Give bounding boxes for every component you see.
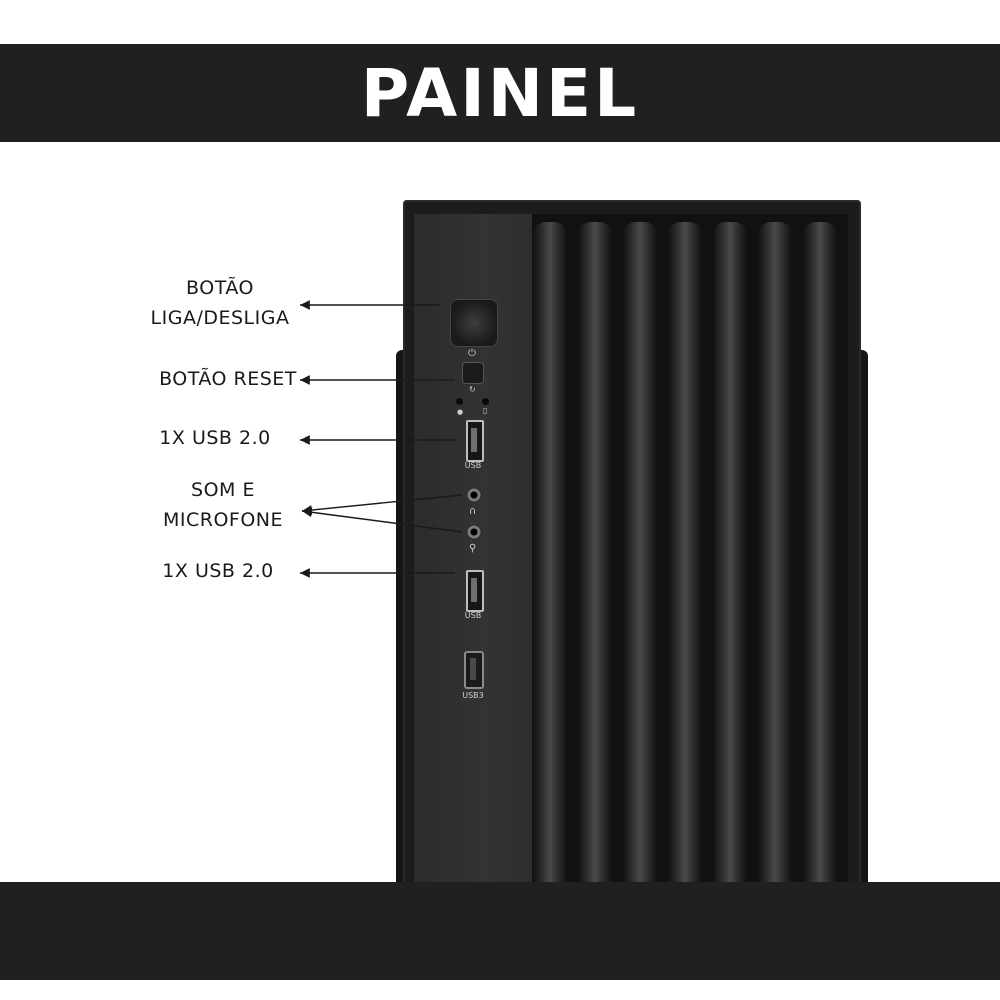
usb-top-label: 1X USB 2.0	[159, 427, 271, 449]
arrow-microphone	[301, 507, 463, 533]
hdd-led	[482, 398, 489, 405]
reset-button-label: BOTÃO RESET	[159, 368, 297, 390]
page-title: PAINEL	[360, 54, 640, 132]
usb-port-top-label: USB	[464, 461, 482, 470]
usb3-port-label: USB3	[462, 691, 484, 700]
front-rib	[577, 222, 613, 890]
front-rib	[757, 222, 793, 890]
microphone-jack[interactable]	[466, 524, 482, 540]
usb-port-bottom[interactable]	[466, 570, 484, 612]
header-band	[0, 44, 1000, 142]
power-button-label: BOTÃO LIGA/DESLIGA	[130, 273, 310, 333]
power-button-label-line1: BOTÃO	[186, 277, 254, 299]
power-icon: ⏻	[468, 348, 476, 359]
front-ribbed-panel	[532, 214, 848, 890]
usb-port-bottom-label: USB	[464, 611, 482, 620]
arrow-headphone	[301, 494, 463, 515]
front-rib	[712, 222, 748, 890]
usb3-port[interactable]	[464, 651, 484, 689]
microphone-icon: ⚲	[469, 543, 477, 554]
front-rib	[802, 222, 838, 890]
reset-button[interactable]	[463, 363, 483, 383]
headphone-jack[interactable]	[466, 487, 482, 503]
hdd-icon: ▯	[483, 406, 488, 415]
headphone-icon: ∩	[469, 506, 477, 517]
front-rib	[622, 222, 658, 890]
power-button-label-line2: LIGA/DESLIGA	[150, 307, 290, 329]
audio-label-line1: SOM E	[191, 479, 255, 501]
front-rib	[667, 222, 703, 890]
usb-bottom-label: 1X USB 2.0	[162, 560, 274, 582]
footer-band	[0, 882, 1000, 980]
reset-icon: ↻	[469, 385, 476, 394]
front-rib	[532, 222, 568, 890]
audio-label-line2: MICROFONE	[162, 509, 284, 531]
usb-port-top[interactable]	[466, 420, 484, 462]
power-led	[456, 398, 463, 405]
led-indicator: ●	[457, 408, 464, 416]
power-button[interactable]	[451, 300, 497, 346]
audio-label: SOM E MICROFONE	[130, 475, 316, 535]
